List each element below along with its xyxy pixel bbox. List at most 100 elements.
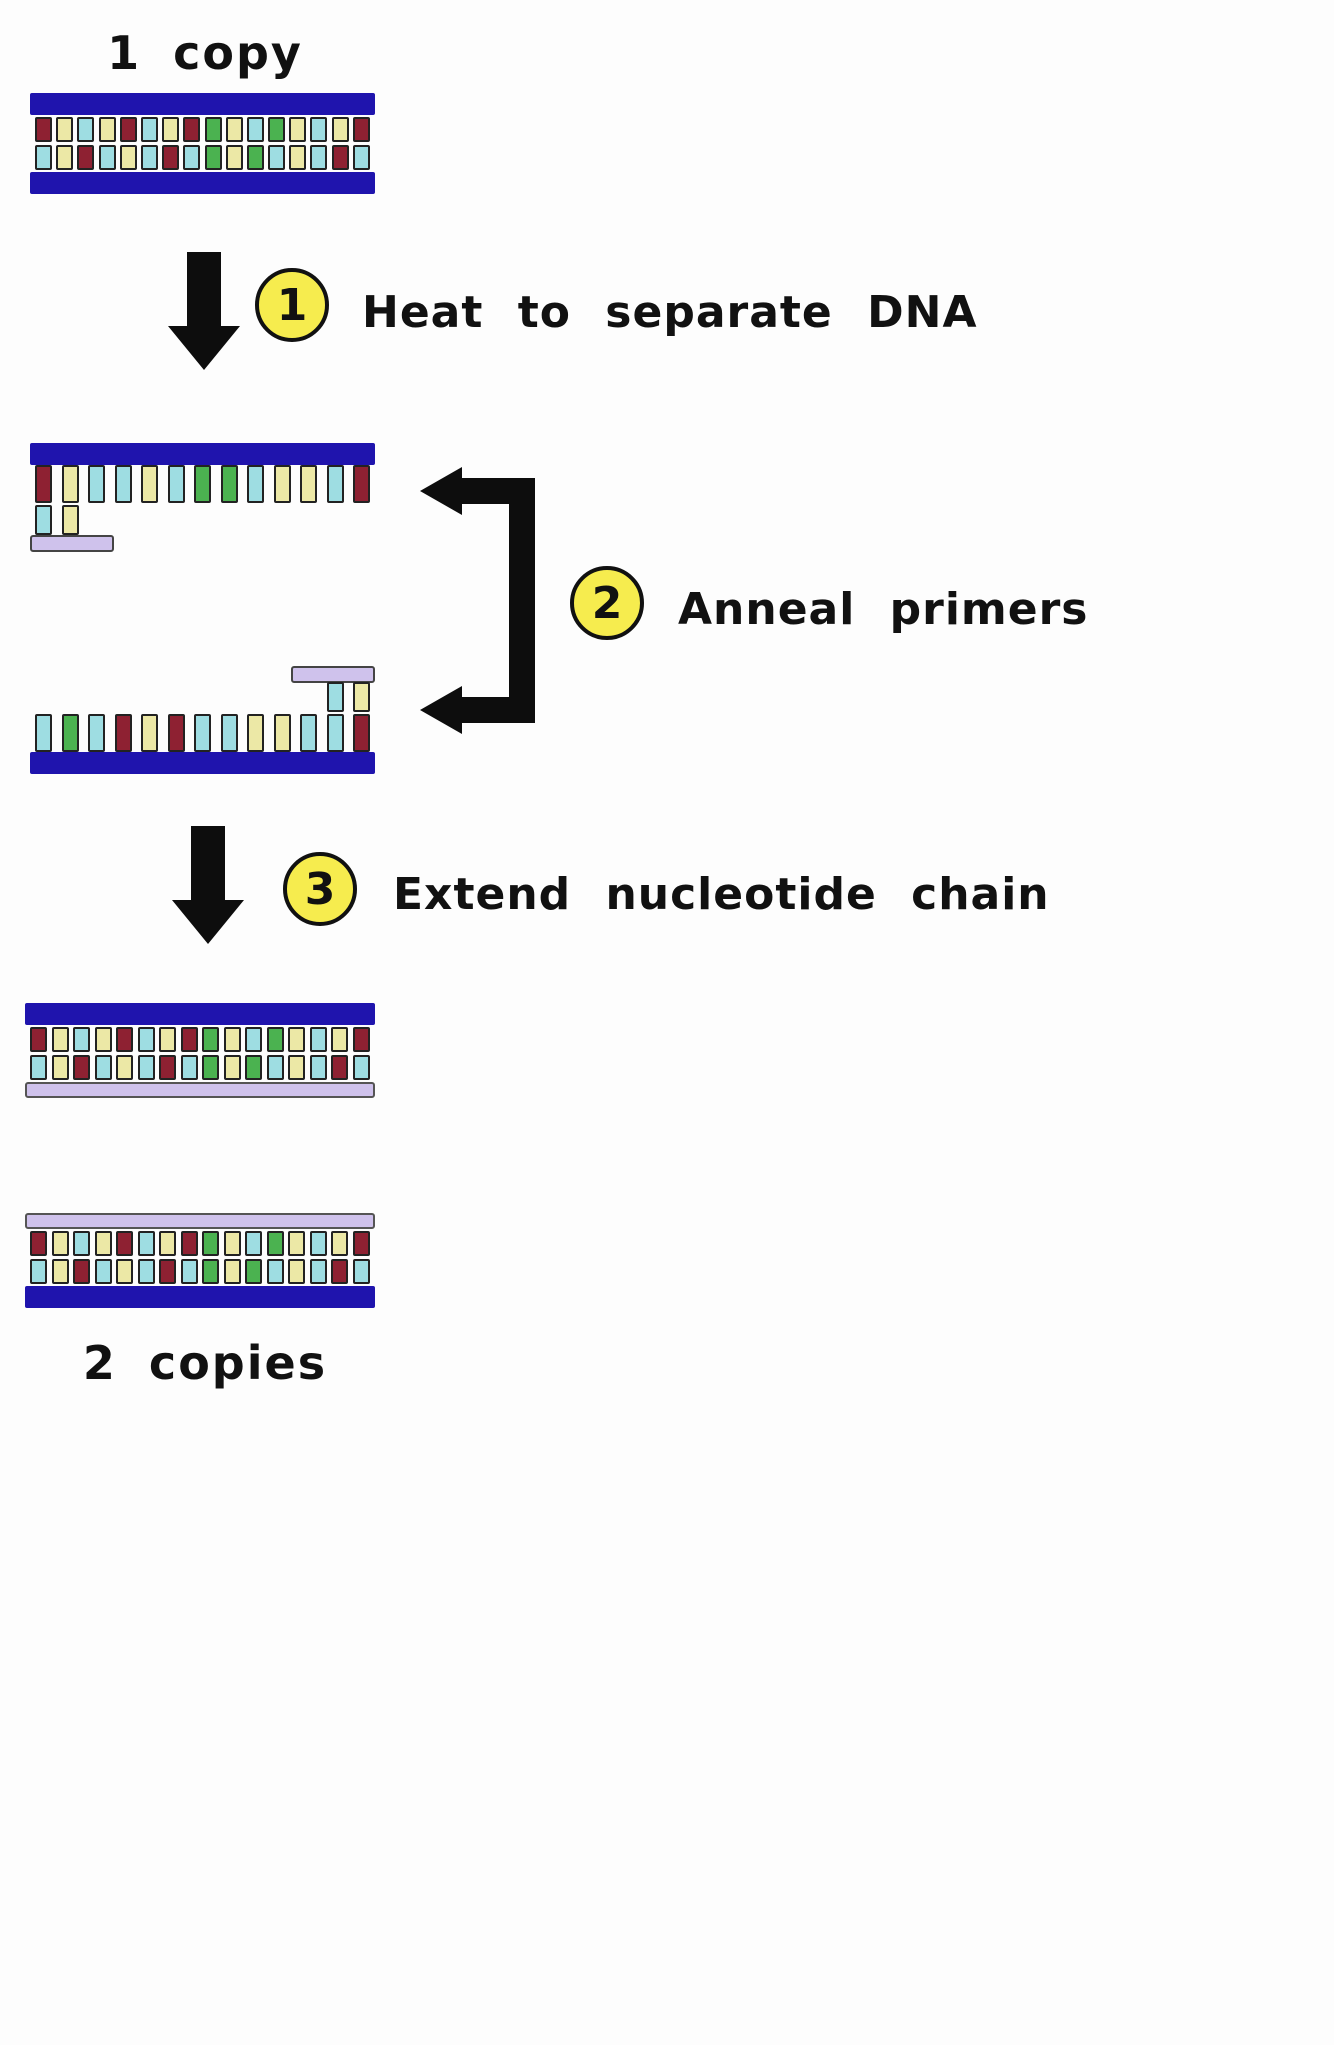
dna-base [352,1027,370,1052]
dna-base [353,682,370,712]
dna-base [247,465,264,503]
base-column [61,714,79,752]
arrow-shaft [187,252,221,326]
dna-base [137,1259,155,1284]
dna-base [225,117,243,142]
step1-caption: Heat to separate DNA [362,287,978,338]
dna-base [167,465,185,503]
new-strand-backbone [25,1082,375,1098]
dna-base [159,1231,177,1256]
base-pair [246,117,264,170]
arrow-head [172,900,244,944]
base-pair [331,1231,349,1284]
base-pair [352,1231,370,1284]
dna-base [180,1055,198,1080]
primer-left [30,535,114,552]
base-column [194,714,211,752]
base-column [88,465,105,503]
base-pair [331,117,349,170]
base-pair [309,1027,327,1080]
dna-base [114,714,132,752]
base-pair-row [25,1229,375,1286]
dna-base [204,145,222,170]
dna-base [331,1259,349,1284]
step3-badge: 3 [283,852,357,926]
base-row-top-strand [30,465,375,535]
base-column [167,714,185,752]
dna-base [61,505,79,535]
dna-base [137,1231,155,1256]
bracket-arm-top [453,478,515,504]
dna-base [88,714,105,752]
dna-base [245,1027,263,1052]
dna-base [268,117,286,142]
base-column [247,714,264,752]
base-pair [223,1027,241,1080]
dna-base [35,465,52,503]
base-column [194,465,211,503]
dna-base [159,1055,177,1080]
dna-base [288,1055,306,1080]
dna-base [180,1027,198,1052]
base-pair [180,1231,198,1284]
dna-base [116,1259,134,1284]
base-pair [223,1231,241,1284]
start-copy-count-label: 1 copy [107,26,303,80]
dna-base [266,1055,284,1080]
dna-base [56,117,74,142]
dna-base [353,465,370,503]
base-column [300,465,317,503]
dna-base [268,145,286,170]
dna-base [289,117,307,142]
dna-base [119,145,137,170]
dna-base [202,1027,220,1052]
dna-base [225,145,243,170]
base-column [247,465,264,503]
dna-base [73,1027,91,1052]
dna-base [289,145,307,170]
dna-base [310,145,328,170]
base-pair [266,1231,284,1284]
base-pair [159,1231,177,1284]
bracket-arrowhead-bottom [420,686,462,734]
dna-base [94,1055,112,1080]
dna-base [352,145,370,170]
step2-caption: Anneal primers [678,584,1089,635]
dna-base [288,1027,306,1052]
dna-base [352,1259,370,1284]
dna-base [220,714,238,752]
base-pair [119,117,137,170]
base-column [61,465,79,535]
strand-backbone-top [30,443,375,465]
dna-base [300,714,317,752]
dna-base [30,1259,47,1284]
dna-base [246,145,264,170]
base-pair [309,1231,327,1284]
dna-base [223,1231,241,1256]
base-column [220,714,238,752]
dna-base [194,714,211,752]
dna-base [220,465,238,503]
dna-base [51,1231,69,1256]
dna-base [61,465,79,503]
dna-base [273,465,291,503]
base-pair [331,1027,349,1080]
dna-base [266,1231,284,1256]
base-pair [289,117,307,170]
dna-base [309,1055,327,1080]
base-row-bottom-strand [30,682,375,752]
bracket-arm-bottom [453,697,515,723]
base-pair [30,1231,47,1284]
base-pair [94,1027,112,1080]
bracket-vertical-bar [509,478,535,723]
dna-base [352,1055,370,1080]
base-pair [94,1231,112,1284]
base-pair [288,1027,306,1080]
dna-base [116,1027,134,1052]
dna-base [352,1231,370,1256]
dna-base [309,1231,327,1256]
dna-base [202,1055,220,1080]
dna-base [73,1259,91,1284]
base-column [220,465,238,503]
